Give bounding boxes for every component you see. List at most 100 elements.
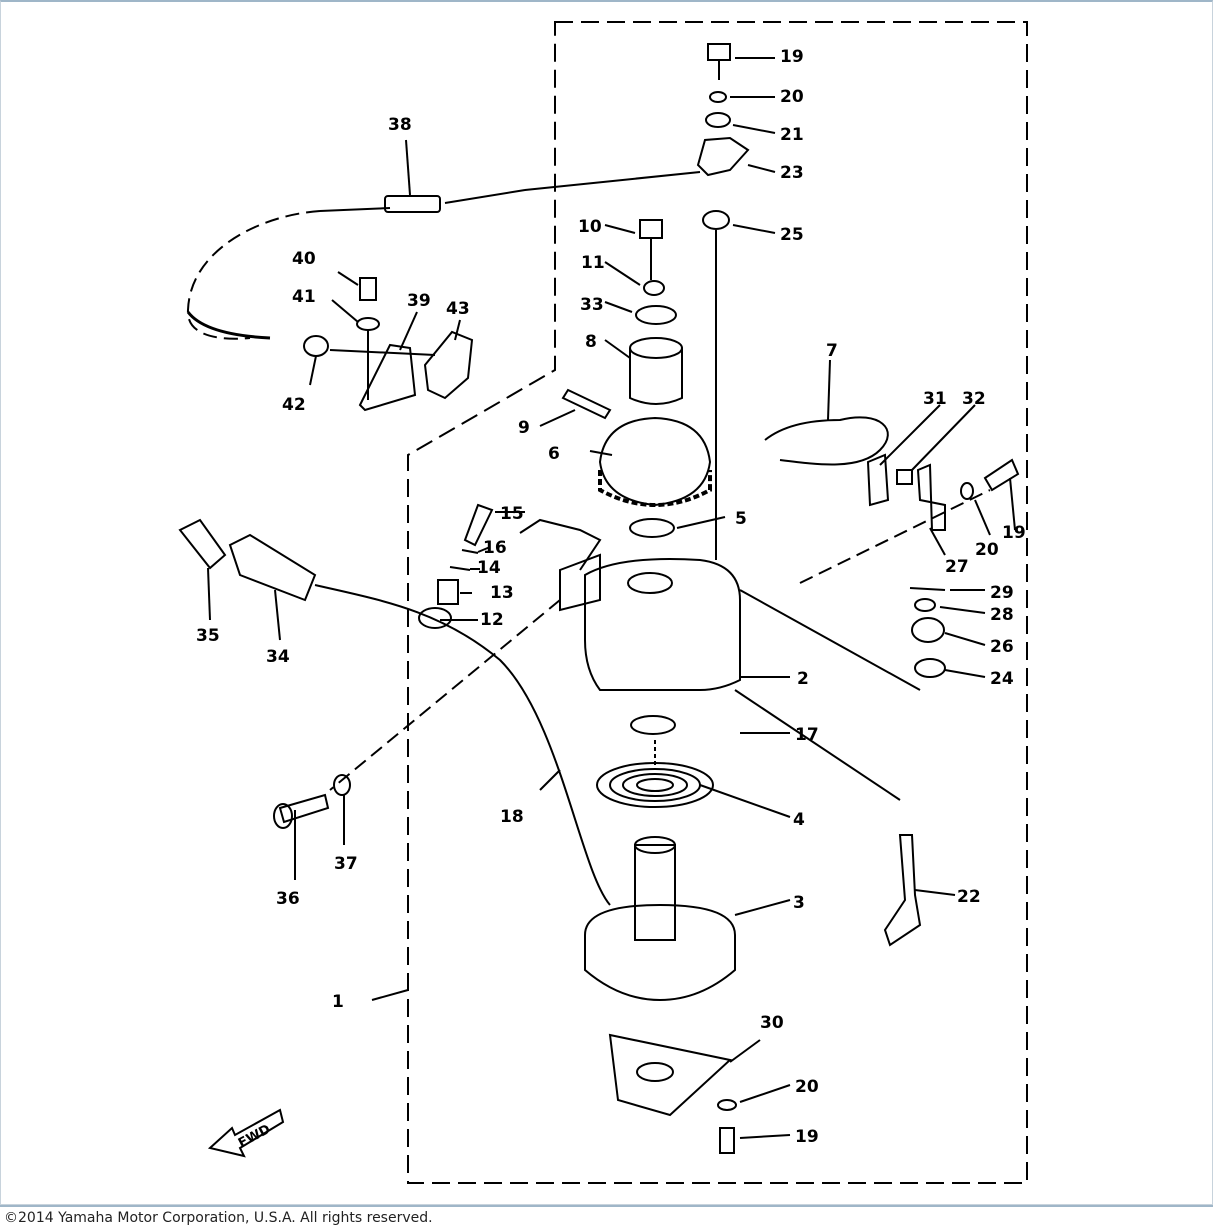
part-17-washer [630,715,676,735]
part-23-lever [696,136,750,177]
callout-19-2: 19 [1002,523,1026,543]
part-19-bolt-bottom [719,1127,735,1154]
callout-20-3: 20 [795,1077,819,1097]
part-20-washer-bottom [717,1099,737,1111]
callout-37: 37 [334,854,358,874]
callout-1: 1 [332,992,344,1012]
callout-38: 38 [388,115,412,135]
part-42-nut [303,335,329,357]
part-3-pulley [584,903,736,1002]
callout-8: 8 [585,332,597,352]
part-12-guide [418,607,452,629]
part-7-spring-clip [764,416,889,466]
callout-3: 3 [793,893,805,913]
part-19-bolt-right [983,458,1020,492]
part-40-bolt [359,277,377,301]
part-14-clip [449,566,471,571]
copyright-notice: ©2014 Yamaha Motor Corporation, U.S.A. A… [4,1210,433,1226]
callout-20: 20 [780,87,804,107]
part-20-washer-right [960,482,974,500]
callout-11: 11 [581,253,605,273]
callout-36: 36 [276,889,300,909]
part-19-bolt-top [707,43,731,61]
part-25-spring [702,210,730,230]
callout-41: 41 [292,287,316,307]
callout-29: 29 [990,583,1014,603]
callout-17: 17 [795,725,819,745]
callout-12: 12 [480,610,504,630]
callout-6: 6 [548,444,560,464]
assembly-boundary [407,21,1028,1184]
part-41-washer [356,317,380,331]
part-36-bolt [278,793,330,824]
callout-7: 7 [826,341,838,361]
callout-43: 43 [446,299,470,319]
part-16-washer [461,549,479,554]
part-22-shaft [883,834,922,947]
footer-rule [0,1205,1213,1207]
callout-28: 28 [990,605,1014,625]
callout-19: 19 [780,47,804,67]
callout-24: 24 [990,669,1014,689]
part-38-cable [319,171,701,212]
callout-19-3: 19 [795,1127,819,1147]
part-33-washer [635,305,677,325]
part-31-switch [866,453,890,507]
callout-40: 40 [292,249,316,269]
part-29-clip [909,587,946,591]
callout-21: 21 [780,125,804,145]
callout-9: 9 [518,418,530,438]
part-32-block [896,469,913,485]
callout-15: 15 [500,504,524,524]
callout-31: 31 [923,389,947,409]
callout-42: 42 [282,395,306,415]
part-2-housing [584,558,741,691]
callout-30: 30 [760,1013,784,1033]
part-30-plate [608,1033,733,1117]
fwd-arrow-icon: FWD [207,1108,285,1158]
part-39-bracket [358,343,417,412]
part-26-cam [911,617,945,643]
callout-26: 26 [990,637,1014,657]
callout-18: 18 [500,807,524,827]
callout-23: 23 [780,163,804,183]
callout-32: 32 [962,389,986,409]
part-20-washer-top [709,91,727,103]
part-28-washer [914,598,936,612]
part-34-grip [228,533,317,602]
callout-25: 25 [780,225,804,245]
part-13-collar [437,579,459,605]
callout-20-2: 20 [975,540,999,560]
part-9-pin [561,388,612,420]
callout-4: 4 [793,810,805,830]
part-21-washer [705,112,731,128]
callout-13: 13 [490,583,514,603]
callout-35: 35 [196,626,220,646]
callout-5: 5 [735,509,747,529]
part-8-sleeve [629,348,683,405]
part-6-drive-gear [598,416,712,507]
part-35-handle [178,518,227,570]
callout-27: 27 [945,557,969,577]
callout-16: 16 [483,538,507,558]
callout-39: 39 [407,291,431,311]
callout-34: 34 [266,647,290,667]
part-27-bracket [916,463,946,531]
part-18-rope [314,584,611,906]
part-10-bolt [639,219,663,239]
part-24-spring [914,658,946,678]
part-43-clamp [423,330,474,400]
part-38-adjuster [384,195,441,213]
part-5-washer [629,518,675,538]
part-38-sheath [186,210,321,340]
callout-14: 14 [477,558,501,578]
callout-33: 33 [580,295,604,315]
part-15-bolt [463,503,494,547]
callout-2: 2 [797,669,809,689]
part-37-washer [333,774,351,796]
callout-22: 22 [957,887,981,907]
part-11-nut [643,280,665,296]
callout-10: 10 [578,217,602,237]
